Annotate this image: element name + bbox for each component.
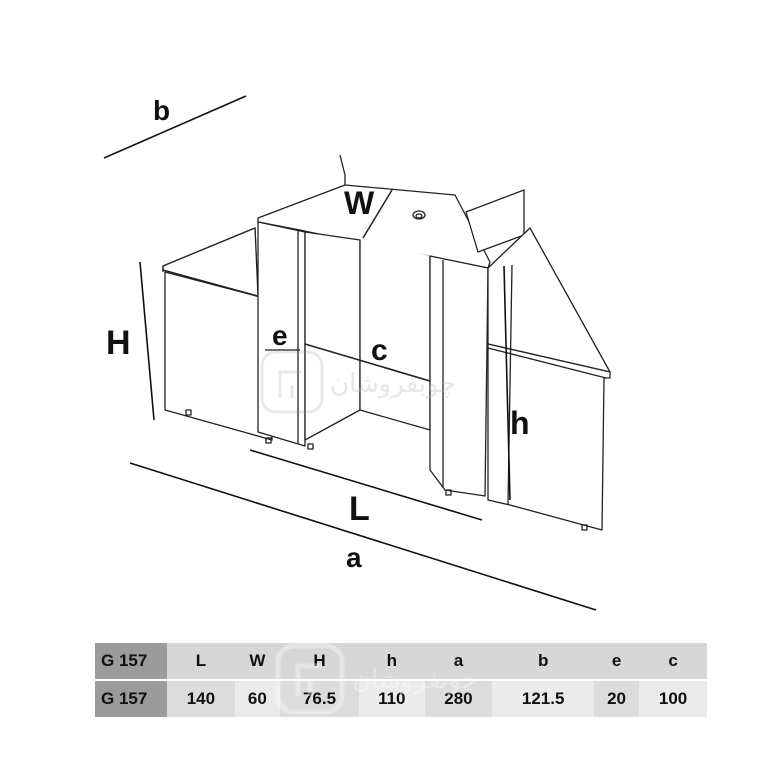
- spec-value-L: 140: [167, 679, 235, 717]
- watermark-logo: [260, 350, 324, 414]
- spec-header-H: H: [279, 643, 360, 679]
- spec-value-model: G 157: [95, 679, 167, 717]
- dim-line-a: [129, 462, 597, 611]
- label-W: W: [344, 185, 375, 221]
- spec-table-header-row: G 157 L W H h a b e c: [95, 643, 707, 679]
- dim-line-b: [103, 95, 247, 159]
- spec-value-h: 110: [359, 679, 425, 717]
- label-L: L: [349, 490, 370, 528]
- spec-header-c: c: [639, 643, 707, 679]
- spec-header-L: L: [167, 643, 235, 679]
- watermark-text: چوبفروشان: [330, 369, 456, 399]
- spec-value-W: 60: [234, 679, 280, 717]
- spec-header-model: G 157: [95, 643, 167, 679]
- desk-diagram: b W H e c h L a چوبفروشان: [103, 95, 611, 611]
- spec-value-b: 121.5: [492, 679, 594, 717]
- spec-table-value-row: G 157 140 60 76.5 110 280 121.5 20 100: [95, 679, 707, 717]
- spec-header-b: b: [492, 643, 594, 679]
- left-wing-front: [164, 271, 273, 441]
- label-h: h: [510, 405, 530, 441]
- spec-value-H: 76.5: [279, 679, 360, 717]
- dim-line-h: [503, 265, 511, 501]
- spec-header-e: e: [593, 643, 640, 679]
- right-wing-front: [487, 343, 611, 531]
- spec-header-h: h: [359, 643, 425, 679]
- spec-value-c: 100: [639, 679, 707, 717]
- label-b: b: [153, 95, 170, 126]
- label-c: c: [371, 334, 388, 367]
- label-a: a: [346, 542, 362, 573]
- spec-table: G 157 L W H h a b e c G 157 140 60 76.5 …: [95, 643, 707, 717]
- label-H: H: [106, 324, 131, 362]
- spec-header-a: a: [424, 643, 493, 679]
- spec-value-e: 20: [593, 679, 640, 717]
- center-back-panel: [304, 231, 361, 441]
- label-e: e: [272, 320, 288, 351]
- spec-value-a: 280: [424, 679, 493, 717]
- center-left-panel: [257, 221, 306, 447]
- dim-line-L: [249, 449, 483, 521]
- spec-header-W: W: [234, 643, 280, 679]
- cable-grommet: [412, 210, 426, 220]
- dim-line-H: [139, 261, 155, 421]
- center-right-panel: [429, 255, 489, 497]
